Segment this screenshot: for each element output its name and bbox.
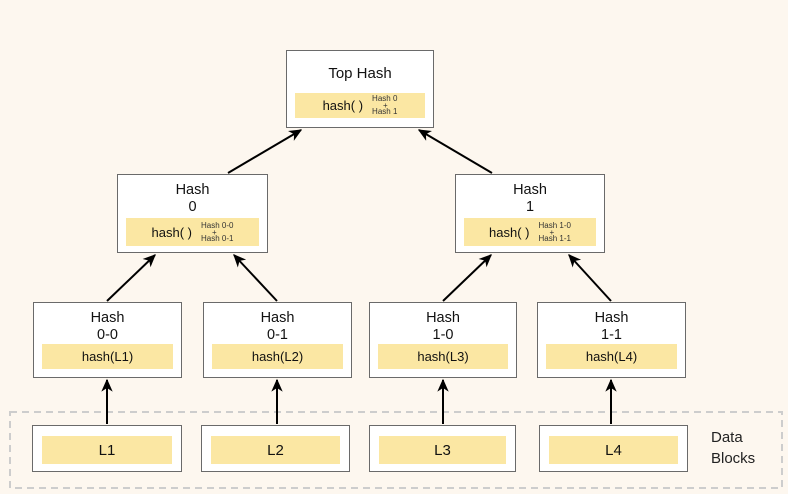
node-title-line2: 1-0 bbox=[432, 327, 454, 343]
data-block-label: L3 bbox=[379, 436, 506, 464]
plus-sign: + bbox=[549, 227, 555, 237]
node-title-line1: Hash bbox=[175, 182, 210, 198]
node-title: Top Hash bbox=[328, 65, 392, 82]
hash-fn-label: hash( ) bbox=[322, 98, 364, 113]
data-block-l4: L4 bbox=[539, 425, 688, 472]
node-top-hash: Top Hash hash( ) Hash 0 + Hash 1 bbox=[286, 50, 434, 128]
data-block-label: L1 bbox=[42, 436, 172, 464]
hash-function-band: hash(L1) bbox=[42, 344, 173, 369]
arrow-hash1-to-tophash bbox=[417, 129, 493, 174]
node-hash-0-1: Hash 0-1 hash(L2) bbox=[203, 302, 352, 378]
data-block-l1: L1 bbox=[32, 425, 182, 472]
arrow-hash00-to-hash0 bbox=[106, 254, 156, 302]
hash-args: Hash 0-0 + Hash 0-1 bbox=[201, 220, 234, 243]
node-title: Hash 0 bbox=[118, 175, 267, 216]
hash-fn-label: hash(L4) bbox=[585, 349, 638, 364]
node-hash-0-0: Hash 0-0 hash(L1) bbox=[33, 302, 182, 378]
node-hash-1-1: Hash 1-1 hash(L4) bbox=[537, 302, 686, 378]
hash-function-band: hash( ) Hash 1-0 + Hash 1-1 bbox=[464, 218, 596, 246]
node-title: Hash 0-0 bbox=[34, 303, 181, 344]
node-title-line2: 0-0 bbox=[97, 327, 118, 343]
node-title: Hash 1-1 bbox=[538, 303, 685, 344]
hash-args: Hash 0 + Hash 1 bbox=[372, 95, 397, 116]
plus-sign: + bbox=[212, 227, 217, 237]
node-title-line1: Hash bbox=[513, 182, 547, 198]
node-title: Hash 0-1 bbox=[204, 303, 351, 344]
hash-arg-2: Hash 0-1 bbox=[201, 233, 234, 243]
node-title-line2: 1 bbox=[525, 199, 535, 215]
node-title-line1: Hash bbox=[594, 310, 629, 326]
arrow-hash01-to-hash0 bbox=[233, 254, 278, 302]
hash-arg-1: Hash 0 bbox=[372, 94, 398, 103]
node-title-line1: Hash bbox=[260, 310, 295, 326]
node-title: Hash 1 bbox=[456, 175, 604, 216]
data-blocks-label: Data Blocks bbox=[711, 427, 755, 469]
hash-arg-1: Hash 0-0 bbox=[201, 220, 234, 230]
hash-fn-label: hash( ) bbox=[489, 224, 530, 240]
hash-fn-label: hash(L3) bbox=[417, 349, 469, 364]
arrow-hash10-to-hash1 bbox=[442, 254, 492, 302]
hash-arg-1: Hash 1-0 bbox=[538, 220, 571, 230]
data-block-label: L4 bbox=[549, 436, 678, 464]
hash-function-band: hash(L4) bbox=[546, 344, 677, 369]
data-block-label: L2 bbox=[211, 436, 340, 464]
hash-fn-label: hash( ) bbox=[151, 224, 192, 240]
node-hash-0: Hash 0 hash( ) Hash 0-0 + Hash 0-1 bbox=[117, 174, 268, 253]
data-blocks-label-line2: Blocks bbox=[711, 450, 756, 467]
hash-function-band: hash( ) Hash 0 + Hash 1 bbox=[295, 93, 425, 118]
data-block-l2: L2 bbox=[201, 425, 350, 472]
node-title-line2: 1-1 bbox=[601, 327, 622, 343]
arrow-hash0-to-tophash bbox=[227, 129, 303, 174]
arrow-hash11-to-hash1 bbox=[568, 254, 612, 302]
hash-function-band: hash( ) Hash 0-0 + Hash 0-1 bbox=[126, 218, 259, 246]
data-block-l3: L3 bbox=[369, 425, 516, 472]
node-title-line2: 0 bbox=[188, 199, 197, 215]
node-title-line1: Hash bbox=[426, 310, 460, 326]
node-title-line1: Hash bbox=[90, 310, 125, 326]
node-hash-1: Hash 1 hash( ) Hash 1-0 + Hash 1-1 bbox=[455, 174, 605, 253]
hash-function-band: hash(L2) bbox=[212, 344, 343, 369]
node-title: Hash 1-0 bbox=[370, 303, 516, 344]
hash-fn-label: hash(L2) bbox=[251, 349, 304, 364]
hash-arg-2: Hash 1 bbox=[372, 107, 398, 116]
hash-args: Hash 1-0 + Hash 1-1 bbox=[538, 220, 571, 243]
node-title-line2: 0-1 bbox=[267, 327, 288, 343]
hash-function-band: hash(L3) bbox=[378, 344, 508, 369]
data-blocks-label-line1: Data bbox=[711, 429, 743, 446]
hash-arg-2: Hash 1-1 bbox=[538, 233, 571, 243]
hash-fn-label: hash(L1) bbox=[81, 349, 134, 364]
node-hash-1-0: Hash 1-0 hash(L3) bbox=[369, 302, 517, 378]
plus-sign: + bbox=[383, 101, 388, 110]
